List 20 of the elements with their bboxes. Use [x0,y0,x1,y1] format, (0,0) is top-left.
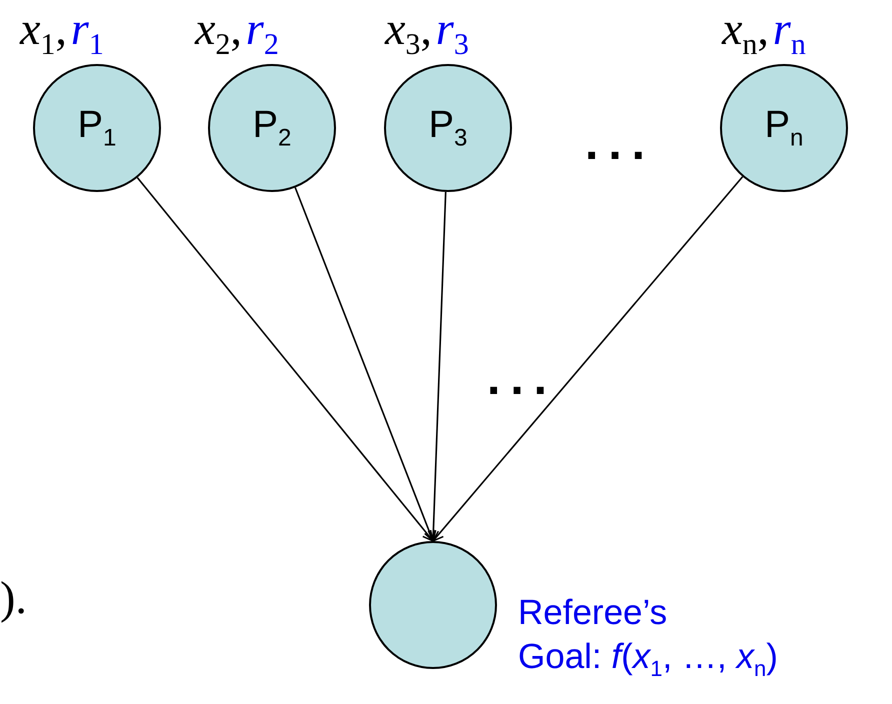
arrow [294,187,435,542]
node-label: P$_{n}$ [764,104,804,152]
randomness-label: r$_{1}$ [70,2,104,62]
text-fragment: ). [0,575,27,621]
ellipsis: ... [585,120,656,168]
goal-text: Referee’s [518,592,668,634]
node-label: P$_{2}$ [252,104,292,152]
goal-text: Goal: f(x$_{1}$, …, x$_{n}$) [518,636,778,682]
randomness-label: r$_{3}$ [436,2,469,62]
input-label: x$_{2}$, [195,2,242,62]
randomness-label: r$_{2}$ [246,2,279,62]
randomness-label: r$_{n}$ [772,2,806,62]
arrow [136,177,434,542]
node-label: P$_{3}$ [428,104,468,152]
input-label: x$_{1}$, [20,2,67,62]
arrow [432,176,744,542]
input-label: x$_{3}$, [385,2,432,62]
input-label: x$_{n}$, [722,2,769,62]
ellipsis: ... [487,355,558,403]
node-label: P$_{1}$ [78,104,116,152]
